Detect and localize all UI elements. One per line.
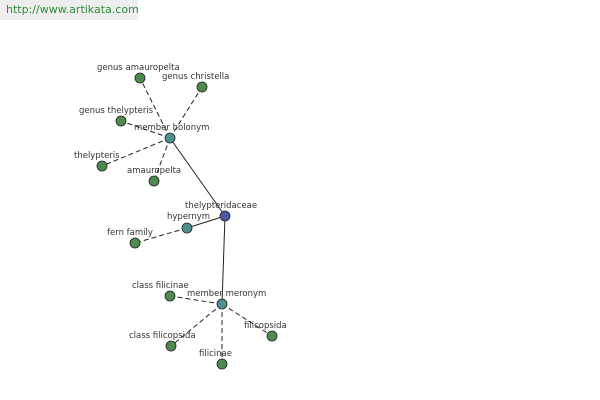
label-genus-amauropelta: genus amauropelta: [97, 63, 180, 73]
label-member-holonym: member holonym: [134, 123, 209, 133]
label-class-filicinae: class filicinae: [132, 281, 189, 291]
node-amauropelta[interactable]: [148, 175, 160, 187]
label-filicinae: filicinae: [199, 349, 232, 359]
edge-meronym-class-filicopsida: [170, 303, 223, 347]
label-genus-thelypteris: genus thelypteris: [79, 106, 154, 116]
node-genus-christella[interactable]: [196, 81, 208, 93]
node-member-meronym[interactable]: [216, 298, 228, 310]
node-class-filicopsida[interactable]: [165, 340, 177, 352]
edge-hypernym-fern-family: [134, 227, 188, 244]
edge-holonym-genus-amauropelta: [139, 77, 171, 139]
node-fern-family[interactable]: [129, 237, 141, 249]
node-genus-thelypteris[interactable]: [115, 115, 127, 127]
label-hypernym: hypernym: [167, 212, 210, 222]
label-member-meronym: member meronym: [187, 289, 266, 299]
node-thelypteridaceae[interactable]: [219, 210, 231, 222]
edge-root-meronym: [221, 215, 226, 305]
node-genus-amauropelta[interactable]: [134, 72, 146, 84]
label-thelypteridaceae: thelypteridaceae: [185, 201, 257, 211]
label-thelypteris: thelypteris: [74, 151, 120, 161]
node-hypernym[interactable]: [181, 222, 193, 234]
edge-meronym-class-filicinae: [169, 295, 223, 305]
edge-root-holonym: [169, 137, 226, 217]
label-filicopsida: filicopsida: [244, 321, 287, 331]
label-amauropelta: amauropelta: [127, 166, 181, 176]
url-banner: http://www.artikata.com: [0, 0, 139, 20]
edge-holonym-thelypteris: [101, 137, 171, 167]
label-genus-christella: genus christella: [162, 72, 229, 82]
label-class-filicopsida: class filicopsida: [129, 331, 196, 341]
node-member-holonym[interactable]: [164, 132, 176, 144]
node-thelypteris[interactable]: [96, 160, 108, 172]
edge-holonym-genus-christella: [169, 86, 203, 139]
edge-root-hypernym: [186, 215, 226, 229]
node-class-filicinae[interactable]: [164, 290, 176, 302]
edge-holonym-genus-thelypteris: [120, 120, 171, 139]
node-filicopsida[interactable]: [266, 330, 278, 342]
node-filicinae[interactable]: [216, 358, 228, 370]
label-fern-family: fern family: [107, 228, 153, 238]
edge-meronym-filicopsida: [221, 303, 273, 337]
site-url[interactable]: http://www.artikata.com: [6, 3, 139, 16]
